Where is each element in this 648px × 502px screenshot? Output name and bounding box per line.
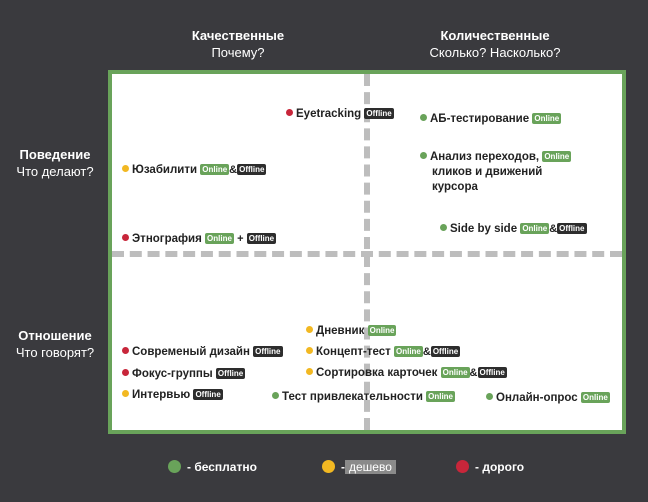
cost-dot — [420, 152, 427, 159]
legend-label: - дорого — [475, 460, 525, 474]
method-label: Тест привлекательности — [282, 391, 423, 403]
offline-tag: Offline — [193, 389, 223, 400]
method-label: курсора — [432, 181, 478, 193]
method-label: Side by side — [450, 223, 518, 235]
online-tag: Online — [440, 367, 470, 378]
cost-dot — [306, 347, 313, 354]
online-tag: Online — [205, 233, 234, 244]
method-label: Анализ переходов, — [430, 151, 540, 163]
method-transitions-line3: курсора — [432, 180, 478, 195]
method-label: Онлайн-опрос — [496, 392, 578, 404]
separator: & — [422, 346, 431, 358]
method-label: Фокус-группы — [132, 368, 213, 380]
separator: & — [469, 367, 478, 379]
cost-dot — [306, 326, 313, 333]
offline-tag: Offline — [364, 108, 394, 119]
method-interview: Интервью Offline — [122, 388, 223, 403]
online-tag: Online — [520, 223, 550, 234]
method-label: Eyetracking — [296, 108, 362, 120]
method-label: АБ-тестирование — [430, 113, 530, 125]
row-header-behavior: Поведение Что делают? — [4, 146, 106, 180]
method-label: Концепт-тест — [316, 346, 391, 358]
offline-tag: Offline — [237, 164, 267, 175]
row-title: Отношение — [18, 328, 92, 343]
offline-tag: Offline — [477, 367, 507, 378]
legend-dot-green — [168, 460, 181, 473]
online-tag: Online — [426, 391, 455, 402]
method-label: Интервью — [132, 389, 191, 401]
cost-dot — [122, 369, 129, 376]
cost-dot — [122, 347, 129, 354]
method-focus-groups: Фокус-группы Offline — [122, 367, 246, 382]
separator: & — [549, 223, 558, 235]
offline-tag: Offline — [215, 368, 246, 379]
legend-dot-red — [456, 460, 469, 473]
cost-dot — [440, 224, 447, 231]
method-label: Дневник — [316, 325, 365, 337]
method-eyetracking: Eyetracking Offline — [286, 107, 394, 122]
method-attractiveness-test: Тест привлекательности Online — [272, 390, 455, 405]
cost-dot — [306, 368, 313, 375]
method-label: Сортировка карточек — [316, 367, 438, 379]
legend-dot-yellow — [322, 460, 335, 473]
legend-prefix: - — [341, 460, 345, 474]
method-transitions-analysis: Анализ переходов, Online — [420, 150, 572, 165]
cost-dot — [272, 392, 279, 399]
row-title: Поведение — [19, 147, 91, 162]
method-ab-testing: АБ-тестирование Online — [420, 112, 562, 127]
online-tag: Online — [393, 346, 423, 357]
offline-tag: Offline — [430, 346, 461, 357]
offline-tag: Offline — [246, 233, 277, 244]
legend-expensive: - дорого — [456, 460, 524, 478]
legend-label: - бесплатно — [187, 460, 257, 474]
method-label: Современый дизайн — [132, 346, 250, 358]
separator: + — [237, 233, 244, 245]
cost-dot — [286, 109, 293, 116]
cost-dot — [122, 165, 129, 172]
cost-dot — [486, 393, 493, 400]
column-subtitle: Сколько? Насколько? — [429, 45, 561, 60]
method-modern-design: Современый дизайн Offline — [122, 345, 283, 360]
row-subtitle: Что говорят? — [15, 345, 95, 360]
offline-tag: Offline — [253, 346, 283, 357]
method-online-survey: Онлайн-опрос Online — [486, 391, 610, 406]
separator: & — [229, 164, 238, 176]
method-label: Этнография — [132, 233, 202, 245]
cost-dot — [420, 114, 427, 121]
method-usability: Юзабилити Online&Offline — [122, 163, 267, 178]
legend-label-highlighted: дешево — [345, 460, 396, 474]
cost-dot — [122, 390, 129, 397]
column-header-qualitative: Качественные Почему? — [168, 27, 308, 61]
online-tag: Online — [580, 392, 610, 403]
row-header-attitude: Отношение Что говорят? — [4, 327, 106, 361]
cost-dot — [122, 234, 129, 241]
method-label: кликов и движений — [432, 166, 543, 178]
online-tag: Online — [542, 151, 572, 162]
column-title: Количественные — [440, 28, 550, 43]
column-header-quantitative: Количественные Сколько? Насколько? — [400, 27, 590, 61]
horizontal-divider — [112, 251, 622, 257]
method-card-sorting: Сортировка карточек Online&Offline — [306, 366, 507, 381]
legend-cheap: -дешево — [322, 460, 396, 478]
method-label: Юзабилити — [132, 164, 198, 176]
online-tag: Online — [200, 164, 230, 175]
row-subtitle: Что делают? — [16, 164, 94, 179]
method-side-by-side: Side by side Online&Offline — [440, 222, 587, 237]
column-title: Качественные — [191, 28, 285, 43]
method-ethnography: Этнография Online + Offline — [122, 232, 277, 247]
online-tag: Online — [367, 325, 397, 336]
method-concept-test: Концепт-тест Online&Offline — [306, 345, 461, 360]
column-subtitle: Почему? — [211, 45, 265, 60]
offline-tag: Offline — [557, 223, 587, 234]
legend-free: - бесплатно — [168, 460, 257, 478]
online-tag: Online — [532, 113, 562, 124]
method-diary: Дневник Online — [306, 324, 397, 339]
method-transitions-line2: кликов и движений — [432, 165, 542, 180]
